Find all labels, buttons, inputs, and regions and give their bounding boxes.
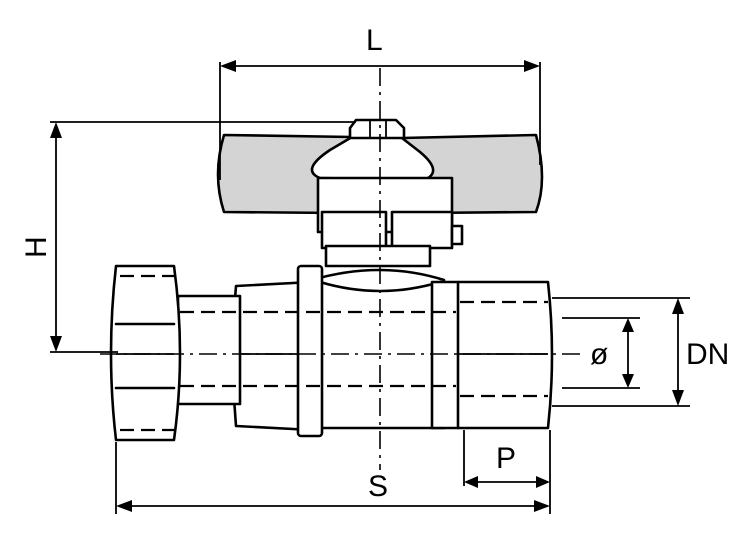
dimension-phi xyxy=(562,317,640,389)
dimension-S xyxy=(115,430,551,514)
label-H: H xyxy=(20,236,53,258)
valve-body xyxy=(100,68,580,470)
union-nut xyxy=(109,264,182,442)
dimension-L xyxy=(219,60,541,180)
valve-stem xyxy=(324,244,432,268)
dimension-P xyxy=(463,430,550,488)
label-phi: ø xyxy=(590,338,608,371)
dimension-DN xyxy=(552,297,690,407)
hub-right-block xyxy=(390,210,454,250)
label-P: P xyxy=(496,442,516,475)
stem-nut xyxy=(348,118,406,140)
right-female-end xyxy=(430,280,554,430)
ball-housing xyxy=(310,268,446,430)
label-S: S xyxy=(368,470,388,503)
label-L: L xyxy=(366,24,383,57)
hub-left-block xyxy=(320,210,388,250)
union-flange xyxy=(296,264,324,438)
label-DN: DN xyxy=(686,338,729,371)
dimension-H xyxy=(50,121,356,353)
